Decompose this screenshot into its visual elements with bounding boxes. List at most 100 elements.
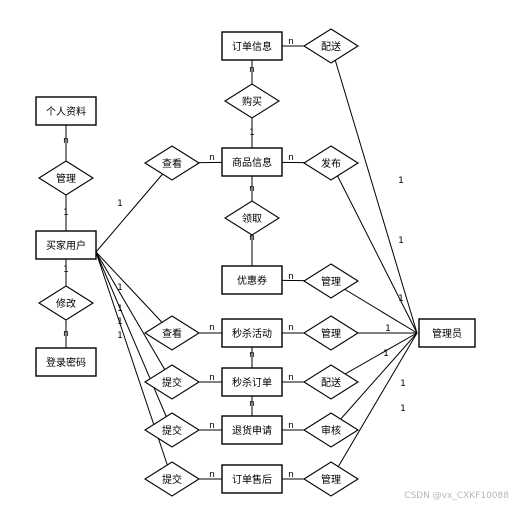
relationship-label: 配送	[321, 40, 341, 53]
connector-buyer-submit_after_sale	[95, 251, 173, 480]
connector-publish-admin	[330, 162, 418, 334]
connector-buyer-submit_refund	[95, 251, 173, 431]
cardinality-label: 1	[400, 379, 406, 389]
cardinality-label: n	[63, 329, 69, 339]
entity-label: 订单信息	[232, 40, 272, 53]
entity-flash-activity: 秒杀活动	[221, 318, 283, 348]
entity-profile: 个人资料	[35, 96, 97, 126]
relationship-manage-flash: 管理	[302, 315, 360, 351]
connector-delivery_top-admin	[330, 45, 418, 334]
entity-label: 秒杀活动	[232, 327, 272, 340]
connector-buyer-view_product	[95, 162, 173, 253]
entity-label: 商品信息	[232, 156, 272, 169]
relationship-submit-refund: 提交	[143, 412, 201, 448]
cardinality-label: n	[209, 153, 215, 163]
relationship-manage-after-sale: 管理	[302, 461, 360, 497]
entity-coupon: 优惠券	[221, 265, 283, 295]
entity-refund-request: 退货申请	[221, 415, 283, 445]
relationship-label: 提交	[162, 424, 182, 437]
relationship-label: 提交	[162, 376, 182, 389]
relationship-label: 管理	[321, 275, 341, 288]
cardinality-label: n	[288, 470, 294, 480]
relationship-publish: 发布	[302, 145, 360, 181]
connector-manage_coupon-admin	[330, 280, 418, 334]
entity-admin: 管理员	[418, 318, 476, 348]
relationship-label: 领取	[242, 212, 262, 225]
watermark: CSDN @vx_CXKF10088	[404, 491, 509, 501]
cardinality-label: 1	[398, 176, 404, 186]
cardinality-label: n	[209, 470, 215, 480]
relationship-label: 查看	[162, 157, 182, 170]
relationship-submit-after-sale: 提交	[143, 461, 201, 497]
relationship-view-flash: 查看	[143, 315, 201, 351]
relationship-label: 管理	[56, 172, 76, 185]
cardinality-label: n	[288, 153, 294, 163]
relationship-label: 购买	[242, 95, 262, 108]
relationship-label: 提交	[162, 473, 182, 486]
relationship-label: 审核	[321, 424, 341, 437]
cardinality-label: 1	[117, 317, 123, 327]
cardinality-label: 1	[117, 283, 123, 293]
relationship-label: 发布	[321, 157, 341, 170]
cardinality-label: 1	[117, 331, 123, 341]
cardinality-label: n	[288, 37, 294, 47]
cardinality-label: 1	[117, 304, 123, 314]
relationship-manage-coupon: 管理	[302, 263, 360, 299]
entity-login-password: 登录密码	[35, 347, 97, 377]
cardinality-label: 1	[398, 236, 404, 246]
cardinality-label: n	[249, 350, 255, 360]
relationship-claim: 领取	[223, 200, 281, 236]
entity-order-info: 订单信息	[221, 31, 283, 61]
entity-buyer: 买家用户	[35, 230, 97, 260]
connector-buyer-view_flash	[95, 251, 173, 334]
entity-label: 退货申请	[232, 424, 272, 437]
cardinality-label: n	[63, 136, 69, 146]
cardinality-label: 1	[383, 349, 389, 359]
entity-label: 秒杀订单	[232, 376, 272, 389]
relationship-label: 管理	[321, 327, 341, 340]
relationship-label: 管理	[321, 473, 341, 486]
relationship-delivery-flash: 配送	[302, 364, 360, 400]
cardinality-label: n	[209, 373, 215, 383]
entity-label: 优惠券	[237, 274, 267, 287]
connector-buyer-submit_flash_order	[95, 251, 173, 383]
cardinality-label: n	[288, 272, 294, 282]
cardinality-label: n	[249, 233, 255, 243]
entity-flash-order: 秒杀订单	[221, 367, 283, 397]
cardinality-label: 1	[400, 404, 406, 414]
relationship-label: 查看	[162, 327, 182, 340]
cardinality-label: n	[288, 421, 294, 431]
cardinality-label: n	[249, 399, 255, 409]
relationship-label: 配送	[321, 376, 341, 389]
entity-after-sale: 订单售后	[221, 464, 283, 494]
relationship-manage-profile: 管理	[37, 160, 95, 196]
cardinality-label: 1	[398, 294, 404, 304]
cardinality-label: 1	[117, 199, 123, 209]
cardinality-label: 1	[385, 324, 391, 334]
relationship-submit-flash-order: 提交	[143, 364, 201, 400]
entity-label: 订单售后	[232, 473, 272, 486]
cardinality-label: n	[209, 323, 215, 333]
relationship-delivery-top: 配送	[302, 28, 360, 64]
entity-product-info: 商品信息	[221, 147, 283, 177]
cardinality-label: 1	[249, 128, 255, 138]
relationship-modify: 修改	[37, 285, 95, 321]
connector-review-admin	[330, 332, 418, 431]
cardinality-label: n	[288, 373, 294, 383]
relationship-purchase: 购买	[223, 83, 281, 119]
entity-label: 管理员	[432, 327, 462, 340]
relationship-review: 审核	[302, 412, 360, 448]
cardinality-label: n	[249, 184, 255, 194]
relationship-label: 修改	[56, 297, 76, 310]
entity-label: 个人资料	[46, 105, 86, 118]
cardinality-label: n	[209, 421, 215, 431]
cardinality-label: 1	[63, 208, 69, 218]
relationship-view-product: 查看	[143, 145, 201, 181]
entity-label: 买家用户	[46, 239, 86, 252]
cardinality-label: 1	[63, 265, 69, 275]
connector-manage_after_sale-admin	[330, 332, 418, 480]
cardinality-label: n	[249, 65, 255, 75]
